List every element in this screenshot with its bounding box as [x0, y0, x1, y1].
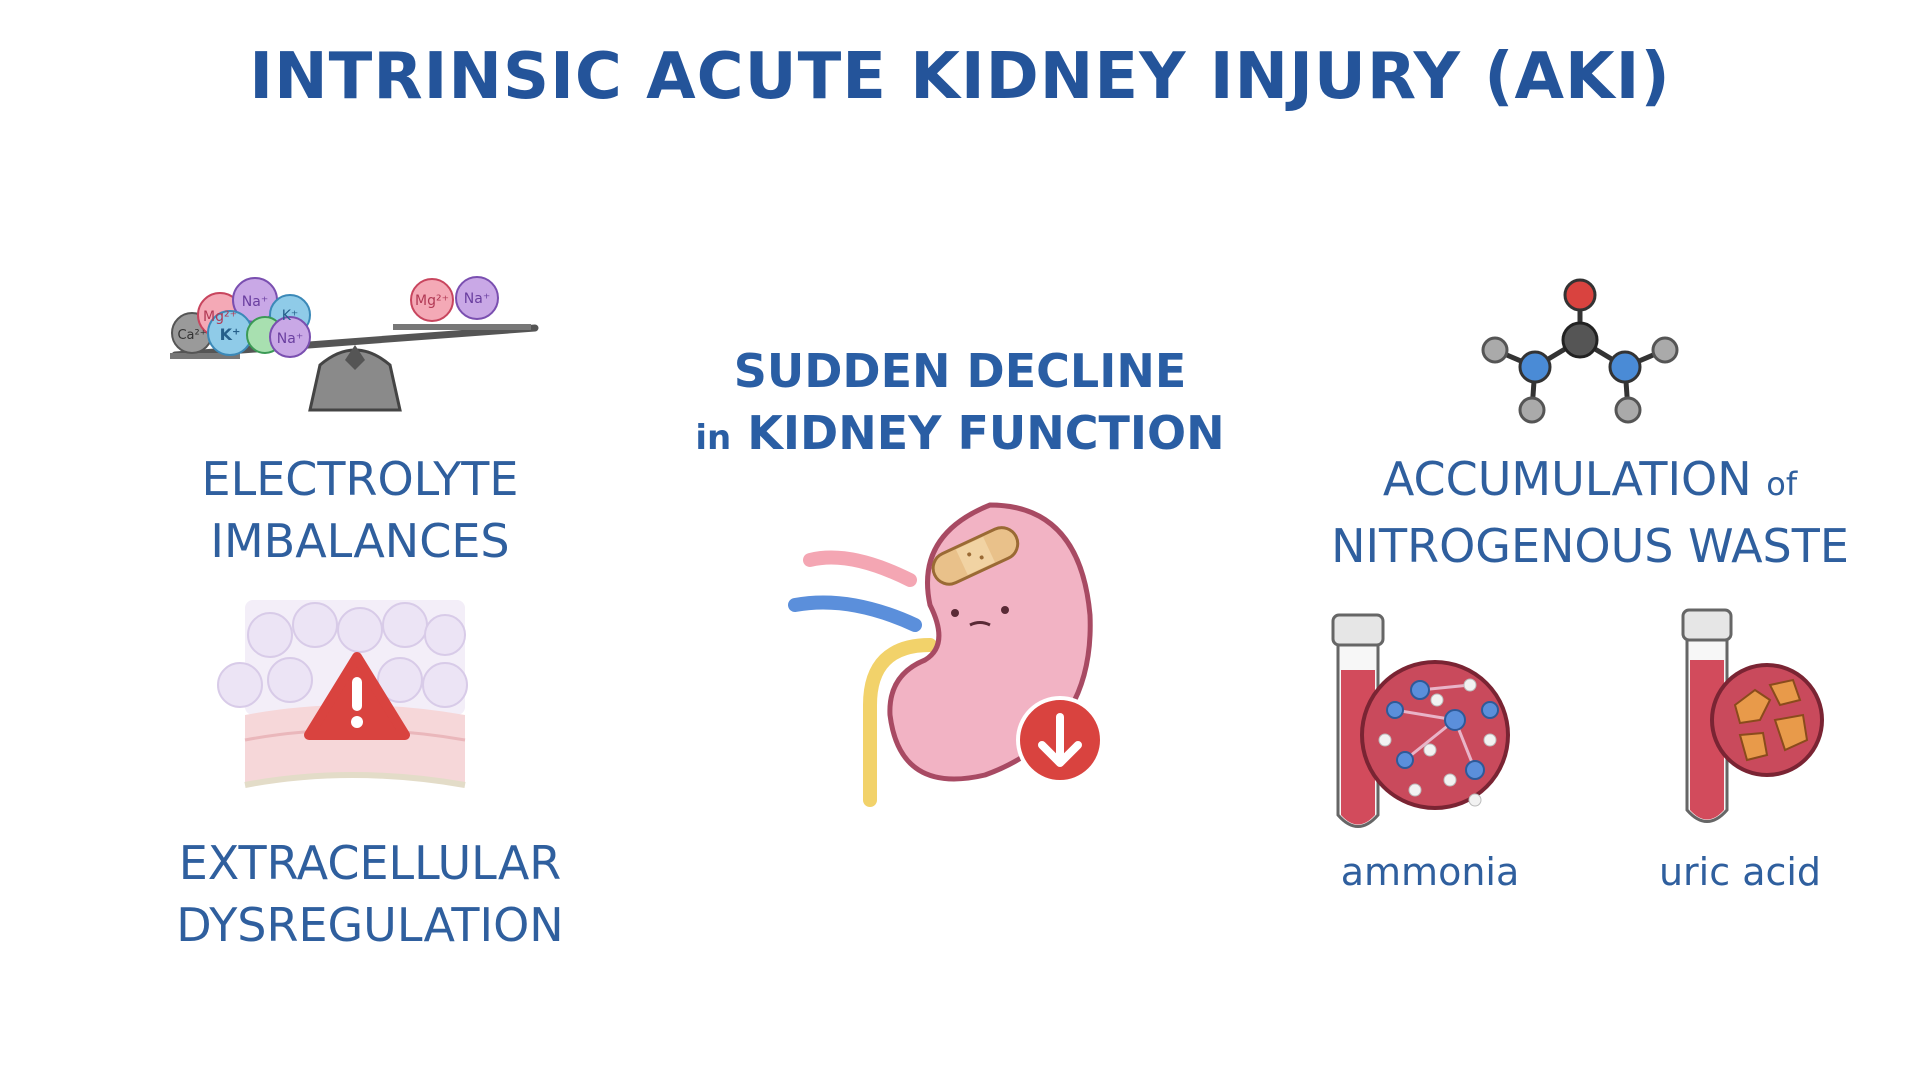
tissue-warning-illustration	[217, 600, 468, 788]
ion-label: K⁺	[220, 325, 241, 344]
electrolyte-imbalances-label: ELECTROLYTE IMBALANCES	[160, 448, 560, 572]
electrolyte-line2: IMBALANCES	[210, 514, 510, 568]
center-line2: in KIDNEY FUNCTION	[690, 402, 1230, 469]
extracellular-line1: EXTRACELLULAR	[178, 836, 562, 890]
electrolyte-scale-illustration: Mg²⁺ Na⁺ K⁺ Ca²⁺ K⁺ Na⁺ Mg²⁺ Na⁺	[170, 276, 539, 412]
accum-line2: NITROGENOUS WASTE	[1331, 519, 1849, 573]
center-line2-main: KIDNEY FUNCTION	[747, 406, 1225, 460]
uric-acid-label: uric acid	[1658, 850, 1822, 894]
uric-acid-tube-illustration	[1681, 608, 1824, 823]
extracellular-line2: DYSREGULATION	[176, 898, 564, 952]
ion-label: Na⁺	[277, 331, 303, 347]
accum-line1-main: ACCUMULATION	[1382, 452, 1752, 506]
injured-kidney-illustration	[788, 502, 1104, 807]
electrolyte-line1: ELECTROLYTE	[201, 452, 519, 506]
center-line1: SUDDEN DECLINE	[733, 344, 1187, 398]
urea-molecule-icon	[1481, 278, 1679, 424]
ion-label: Ca²⁺	[177, 328, 206, 343]
center-heading: SUDDEN DECLINE in KIDNEY FUNCTION	[690, 340, 1230, 469]
ion-label: Mg²⁺	[203, 309, 237, 325]
extracellular-dysregulation-label: EXTRACELLULAR DYSREGULATION	[140, 832, 600, 956]
page-title: INTRINSIC ACUTE KIDNEY INJURY (AKI)	[249, 40, 1671, 114]
ion-label: K⁺	[282, 308, 299, 324]
accum-line1: ACCUMULATION of	[1300, 448, 1880, 515]
ion-label: Na⁺	[464, 291, 490, 307]
ammonia-tube-illustration	[1331, 613, 1510, 828]
ion-label: Mg²⁺	[415, 293, 449, 309]
ammonia-label: ammonia	[1340, 850, 1520, 894]
ion-label: Na⁺	[242, 294, 268, 310]
accum-of: of	[1766, 465, 1798, 503]
center-line2-prefix: in	[695, 418, 732, 458]
nitrogenous-waste-label: ACCUMULATION of NITROGENOUS WASTE	[1300, 448, 1880, 577]
